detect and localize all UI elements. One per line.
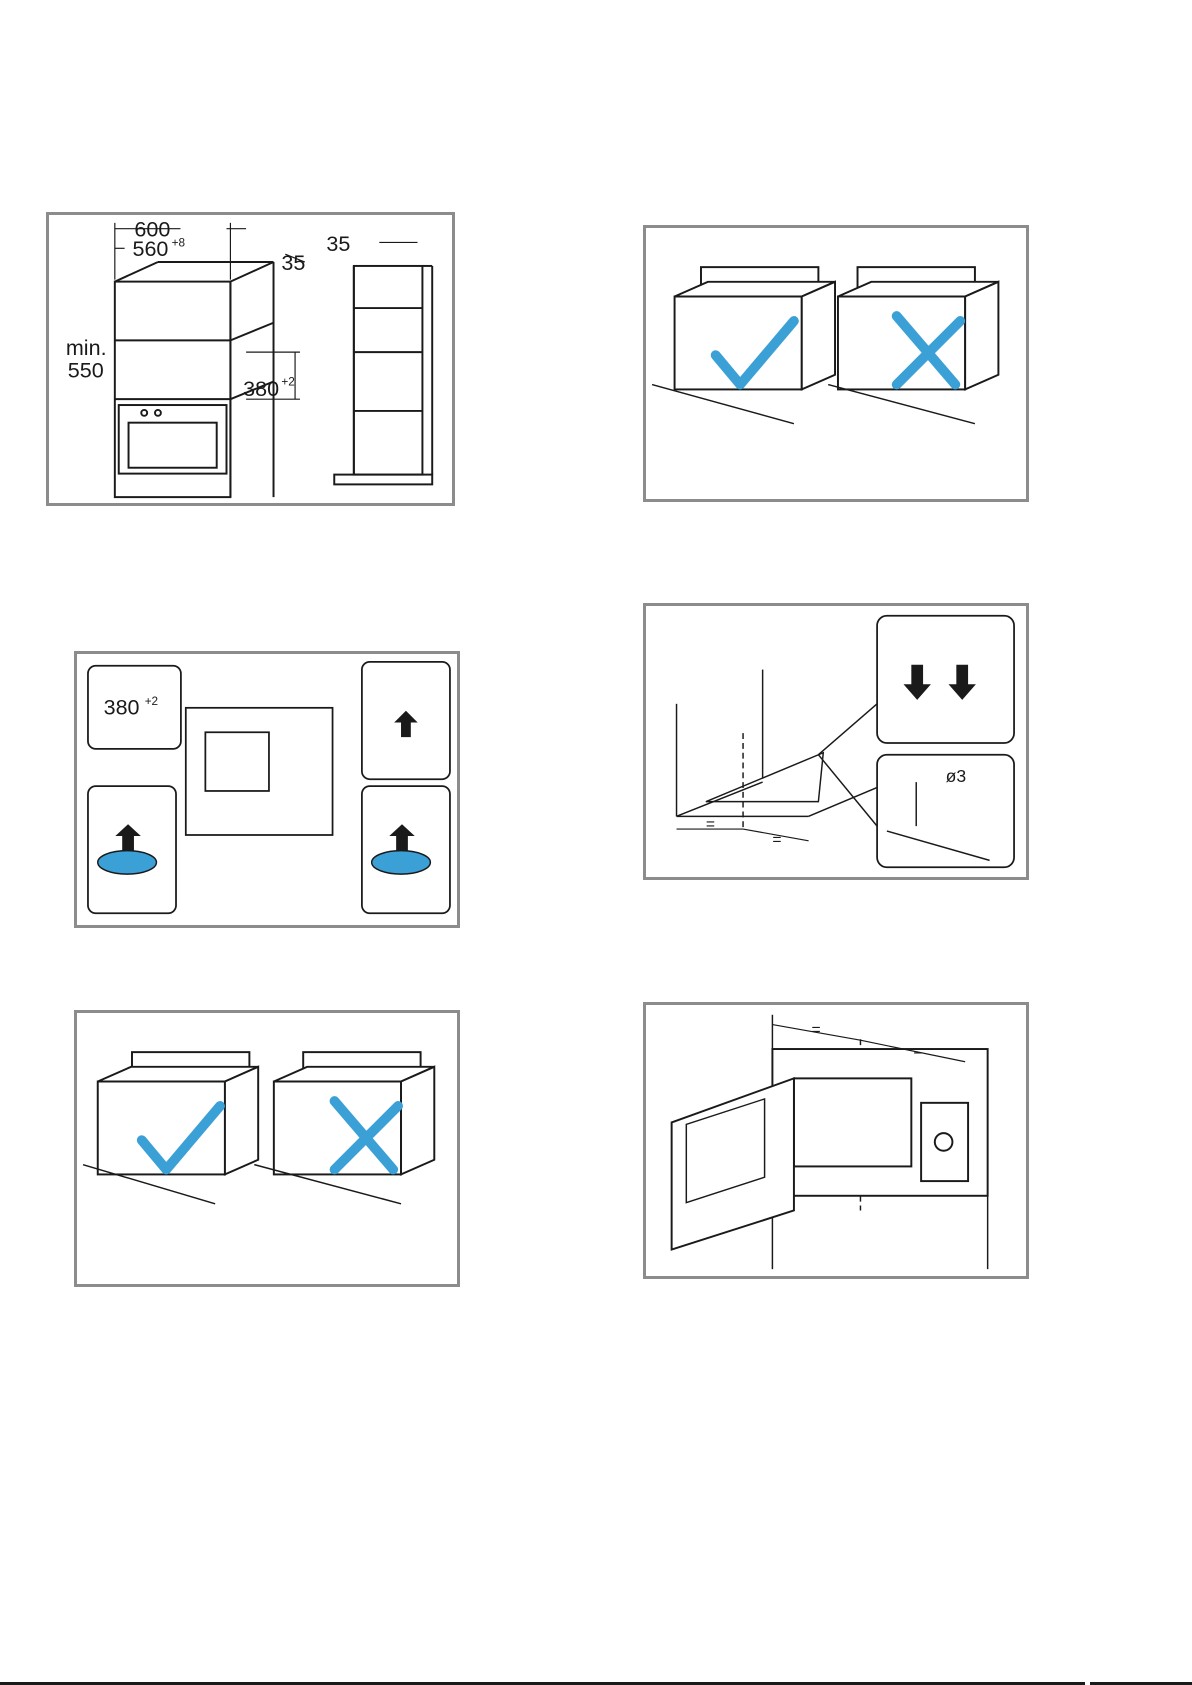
cable-routing-drawing-bottom bbox=[77, 1013, 457, 1284]
cabinet-dimensions-drawing: 600 560 +8 35 35 min. 550 380 +2 bbox=[49, 215, 452, 503]
leveling-foot-icon bbox=[98, 851, 431, 874]
height-min-value: 550 bbox=[68, 358, 104, 383]
inset-opening-height: 380 bbox=[104, 696, 140, 720]
cable-routing-figure-top bbox=[643, 225, 1029, 502]
inset-opening-tolerance: +2 bbox=[145, 695, 158, 708]
leveling-feet-drawing: 380 +2 bbox=[77, 654, 457, 925]
centering-drawing: = = bbox=[646, 1005, 1026, 1276]
equal-right-label: = bbox=[913, 1043, 922, 1060]
bracket-drilling-drawing: = = ø3 bbox=[646, 606, 1026, 877]
leveling-feet-figure: 380 +2 bbox=[74, 651, 460, 928]
centering-figure: = = bbox=[643, 1002, 1029, 1279]
depth-gap-label: 35 bbox=[281, 250, 305, 275]
height-min-label: min. bbox=[66, 335, 107, 360]
equal-left-label: = bbox=[706, 816, 715, 833]
cabinet-dimensions-figure: 600 560 +8 35 35 min. 550 380 +2 bbox=[46, 212, 455, 506]
cable-routing-drawing-top bbox=[646, 228, 1026, 499]
opening-height-label: 380 bbox=[243, 376, 279, 401]
equal-right-label: = bbox=[772, 832, 781, 849]
equal-left-label: = bbox=[812, 1021, 821, 1038]
drill-diameter-label: ø3 bbox=[946, 766, 967, 786]
side-gap-label: 35 bbox=[326, 231, 350, 256]
width-inner-label: 560 bbox=[132, 236, 168, 261]
cable-routing-figure-bottom bbox=[74, 1010, 460, 1287]
bracket-drilling-figure: = = ø3 bbox=[643, 603, 1029, 880]
width-inner-tolerance: +8 bbox=[172, 236, 186, 249]
opening-height-tolerance: +2 bbox=[281, 375, 294, 388]
